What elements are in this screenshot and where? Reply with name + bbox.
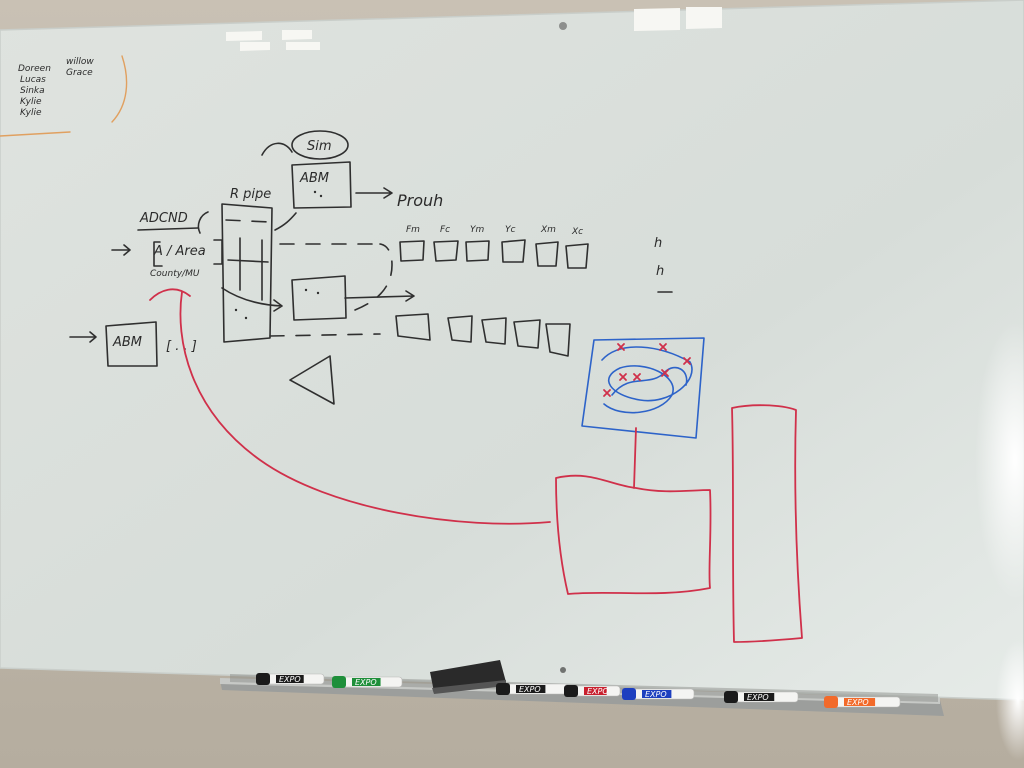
names-list-item: Sinka (20, 86, 45, 96)
screw-bottom (560, 667, 566, 673)
marker-cap (496, 683, 510, 695)
marker-cap (564, 685, 578, 697)
names-list-item: Lucas (20, 75, 46, 85)
marker-brand: EXPO (747, 693, 769, 702)
marker-brand: EXPO (587, 687, 609, 696)
seq-label: Fc (440, 225, 450, 235)
label-county-mu: County/MU (150, 269, 200, 279)
window-glare-lower (996, 640, 1024, 760)
marker-cap (622, 688, 636, 700)
marker-cap (824, 696, 838, 708)
seq-label: Ym (470, 225, 484, 235)
label-adcnd: ADCND (139, 211, 188, 226)
seq-label: Fm (406, 225, 420, 235)
label-prouh: Prouh (397, 191, 443, 210)
marker-brand: EXPO (847, 698, 869, 707)
marker-label-band (744, 693, 775, 701)
seq-label: Yc (505, 225, 515, 235)
window-glare (975, 320, 1024, 600)
marker[interactable]: EXPO (824, 696, 901, 708)
names-list-item: Kylie (20, 108, 42, 118)
label-ellipsis: [ . . ] (166, 339, 197, 354)
marker-cap (256, 673, 270, 685)
names-list-right-item: Grace (66, 68, 93, 78)
marker-brand: EXPO (355, 678, 377, 687)
diagram-red (149, 288, 803, 643)
side-letter: h (654, 236, 662, 251)
whiteboard-surface (0, 0, 1024, 701)
marker-brand: EXPO (645, 690, 667, 699)
ceiling-reflections (226, 7, 722, 51)
marker-label-band (516, 685, 546, 693)
marker[interactable]: EXPO (564, 685, 621, 697)
eraser[interactable] (430, 660, 506, 694)
marker-brand: EXPO (279, 675, 301, 684)
marker-cap (724, 691, 738, 703)
diagram-black: Sim ABM Prouh ADCND A / Area County/MU R… (69, 130, 673, 405)
names-list-right-item: willow (66, 57, 94, 67)
markers: EXPO EXPO EXPO EXPO EXPO EXPO EXPO (256, 673, 901, 708)
marker[interactable]: EXPO (724, 691, 799, 703)
seq-label: Xc (571, 227, 583, 237)
names-list-item: Doreen (18, 64, 51, 74)
label-abm-left: ABM (112, 335, 142, 350)
marker[interactable]: EXPO (332, 676, 403, 688)
side-letter: h (656, 264, 664, 279)
marker-label-band (642, 690, 672, 698)
marker[interactable]: EXPO (496, 683, 569, 695)
label-abm-top: ABM (299, 171, 329, 186)
marker-brand: EXPO (519, 685, 541, 694)
label-r-pipe: R pipe (230, 187, 271, 202)
seq-label: Xm (540, 225, 556, 235)
marker-label-band (844, 698, 876, 706)
marker-label-band (352, 678, 381, 686)
marker-cap (332, 676, 346, 688)
screw-top (559, 22, 567, 30)
names-list: Doreen Lucas Sinka Kylie Kylie willow Gr… (0, 55, 128, 137)
marker-label-band (276, 675, 304, 683)
marker[interactable]: EXPO (622, 688, 695, 700)
label-a-area: A / Area (153, 244, 206, 259)
label-sim: Sim (307, 139, 332, 154)
marker-label-band (584, 687, 607, 695)
diagram-blue (581, 337, 705, 439)
marker[interactable]: EXPO (256, 673, 325, 685)
names-list-item: Kylie (20, 97, 42, 107)
